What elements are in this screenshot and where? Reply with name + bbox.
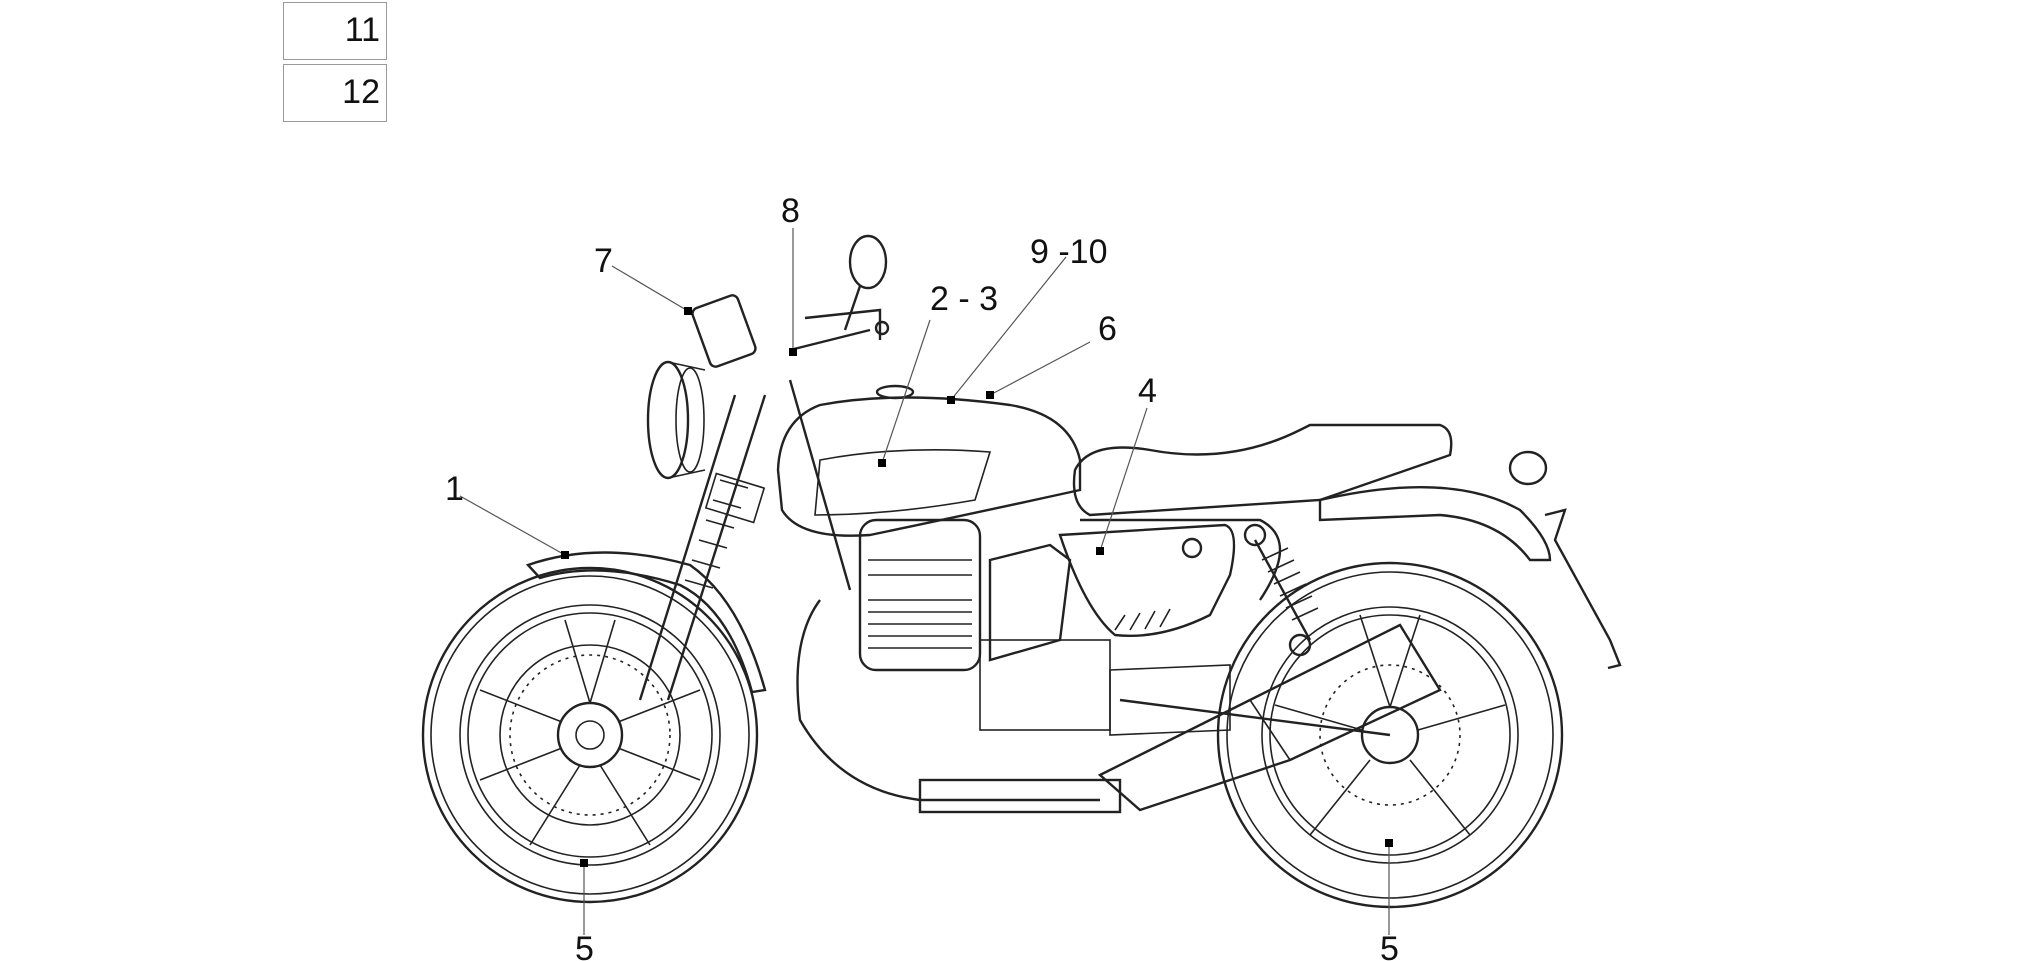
tail-light [1508,450,1548,486]
handlebar [789,234,890,352]
callout-9-10: 9 -10 [1030,233,1108,271]
license-bracket [1544,508,1622,670]
legend-box-11: 11 [283,2,387,60]
callout-1: 1 [445,470,464,508]
front-fender [525,551,767,694]
rear-shock [1243,523,1319,657]
motorcycle-drawing [421,234,1622,909]
side-panel-vents [1114,608,1171,631]
front-fork [638,394,767,701]
callout-7: 7 [594,242,613,280]
engine [796,518,1231,814]
seat [1072,423,1453,517]
side-panel [1058,523,1236,637]
legend-box-12: 12 [283,64,387,122]
callout-8: 8 [781,192,800,230]
rear-fender [1318,486,1552,562]
instrument-cluster [691,294,757,368]
front-wheel [421,566,759,904]
leader-lines [459,228,1390,935]
callout-6: 6 [1098,310,1117,348]
callout-5-front: 5 [575,930,594,961]
callout-4: 4 [1138,372,1157,410]
legend-box-11-label: 11 [344,11,380,49]
legend-box-12-label: 12 [342,73,380,111]
exhaust [1097,623,1442,812]
rear-wheel [1216,561,1564,909]
frame [788,379,1282,601]
tank-panel [814,448,992,516]
callout-2-3: 2 - 3 [930,280,998,318]
callout-5-rear: 5 [1380,930,1399,961]
swingarm [1119,698,1391,737]
fuel-cap [875,384,915,400]
headlight [646,360,706,480]
callout-markers [561,307,1393,867]
